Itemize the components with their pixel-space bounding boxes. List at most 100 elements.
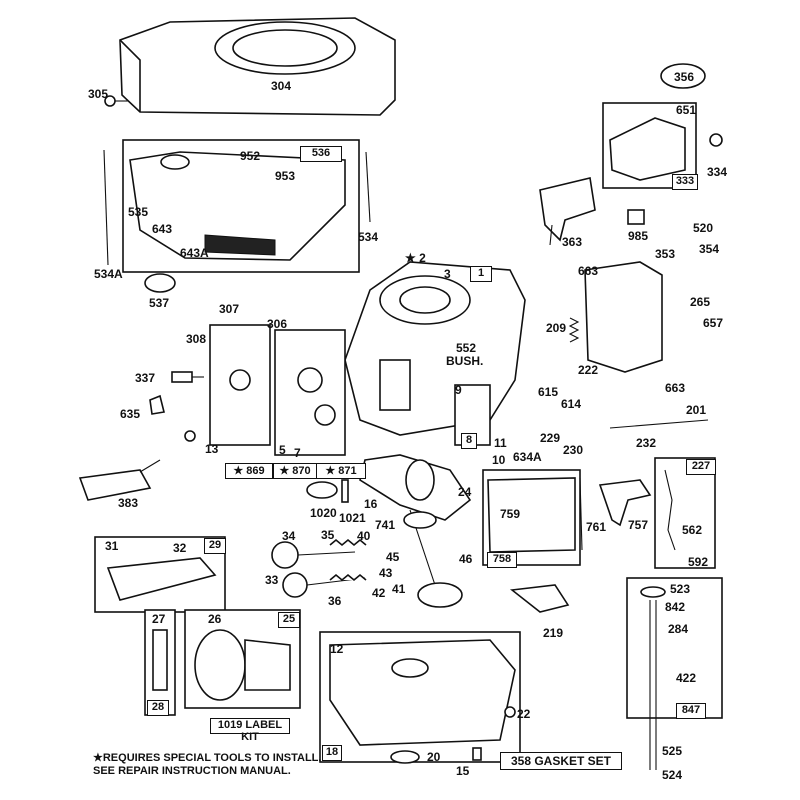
label-353: 353 <box>655 247 676 261</box>
label-27: 27 <box>152 612 166 626</box>
label-952: 952 <box>240 149 261 163</box>
label-227: 227 <box>686 459 716 475</box>
label-32: 32 <box>173 541 187 555</box>
label-757: 757 <box>628 518 649 532</box>
label-25: 25 <box>278 612 300 628</box>
air-cleaner-box-drawing <box>122 139 360 273</box>
label-354: 354 <box>699 242 720 256</box>
label-222: 222 <box>578 363 599 377</box>
camshaft-drawing <box>403 509 463 608</box>
label-18: 18 <box>322 745 342 761</box>
bolt-22-drawing <box>504 706 516 718</box>
label-651: 651 <box>676 103 697 117</box>
label-525: 525 <box>662 744 683 758</box>
label-334: 334 <box>707 165 728 179</box>
part-1020-drawing <box>306 481 338 499</box>
blower-housing-drawing <box>119 17 396 116</box>
part-635-drawing <box>149 394 165 415</box>
label-741: 741 <box>375 518 396 532</box>
label-3: 3 <box>444 267 451 281</box>
part-985-drawing <box>627 209 645 225</box>
label-12: 12 <box>330 642 344 656</box>
label-870: ★ 870 <box>273 463 317 479</box>
label-535: 535 <box>128 205 149 219</box>
label-643: 643 <box>152 222 173 236</box>
label-31: 31 <box>105 539 119 553</box>
label-383: 383 <box>118 496 139 510</box>
label-284: 284 <box>668 622 689 636</box>
label-1021: 1021 <box>339 511 366 525</box>
crankshaft-drawing <box>359 454 472 521</box>
box-29-drawing <box>94 536 226 613</box>
label-46: 46 <box>459 552 473 566</box>
box-227-drawing <box>654 457 716 569</box>
label-333: 333 <box>672 174 698 190</box>
cylinder-heads-drawing <box>209 324 346 456</box>
spark-plug-337-drawing <box>171 371 204 383</box>
cylinder-block-drawing <box>344 261 526 446</box>
label-13: 13 <box>205 442 219 456</box>
label-201: 201 <box>686 403 707 417</box>
bracket-219-drawing <box>509 584 570 613</box>
label-614: 614 <box>561 397 582 411</box>
label-562: 562 <box>682 523 703 537</box>
valve-parts-drawing <box>271 538 367 598</box>
label-24: 24 <box>458 485 472 499</box>
box-333-drawing <box>602 102 697 189</box>
label-363: 363 <box>562 235 583 249</box>
label-308: 308 <box>186 332 207 346</box>
stud-534-drawing <box>365 151 371 223</box>
label-358-gasket-set: 358 GASKET SET <box>500 752 622 770</box>
label-22: 22 <box>517 707 531 721</box>
label-615: 615 <box>538 385 559 399</box>
spring-209-drawing <box>568 317 580 343</box>
screw-334-drawing <box>709 133 723 147</box>
label-41: 41 <box>392 582 406 596</box>
bolt-13-drawing <box>184 430 196 442</box>
seal-537-drawing <box>144 273 176 293</box>
special-tools-note: ★REQUIRES SPECIAL TOOLS TO INSTALL. SEE … <box>93 752 321 778</box>
label-537: 537 <box>149 296 170 310</box>
label-847: 847 <box>676 703 706 719</box>
label-534: 534 <box>358 230 379 244</box>
label-10: 10 <box>492 453 506 467</box>
label-8: 8 <box>461 433 477 449</box>
sump-drawing <box>319 631 521 763</box>
label-520: 520 <box>693 221 714 235</box>
label-7: 7 <box>294 446 301 460</box>
label-643a: 643A <box>180 246 209 260</box>
label-663b: 663 <box>665 381 686 395</box>
label-635: 635 <box>120 407 141 421</box>
label-657: 657 <box>703 316 724 330</box>
label-229: 229 <box>540 431 561 445</box>
label-232: 232 <box>636 436 657 450</box>
label-552: 552 <box>456 341 477 355</box>
note-line-2: SEE REPAIR INSTRUCTION MANUAL. <box>93 765 291 777</box>
label-33: 33 <box>265 573 279 587</box>
label-34: 34 <box>282 529 296 543</box>
label-265: 265 <box>690 295 711 309</box>
label-219: 219 <box>543 626 564 640</box>
label-305: 305 <box>88 87 109 101</box>
stud-534a-drawing <box>103 149 109 266</box>
control-panel-222-drawing <box>584 261 663 373</box>
note-line-1: ★REQUIRES SPECIAL TOOLS TO INSTALL. <box>93 752 322 764</box>
label-871: ★ 871 <box>316 463 366 479</box>
label-43: 43 <box>379 566 393 580</box>
label-985: 985 <box>628 229 649 243</box>
label-28: 28 <box>147 700 169 716</box>
label-9: 9 <box>455 383 462 397</box>
label-5: 5 <box>279 443 286 457</box>
label-2: ★ 2 <box>405 251 426 265</box>
part-1021-drawing <box>341 479 349 503</box>
clip-356-drawing <box>660 63 706 89</box>
label-307: 307 <box>219 302 240 316</box>
label-422: 422 <box>676 671 697 685</box>
label-11: 11 <box>494 436 507 450</box>
rod-761-drawing <box>579 477 583 551</box>
label-953: 953 <box>275 169 296 183</box>
label-524: 524 <box>662 768 683 782</box>
label-758: 758 <box>487 552 517 568</box>
box-758-drawing <box>482 469 581 566</box>
label-230: 230 <box>563 443 584 457</box>
